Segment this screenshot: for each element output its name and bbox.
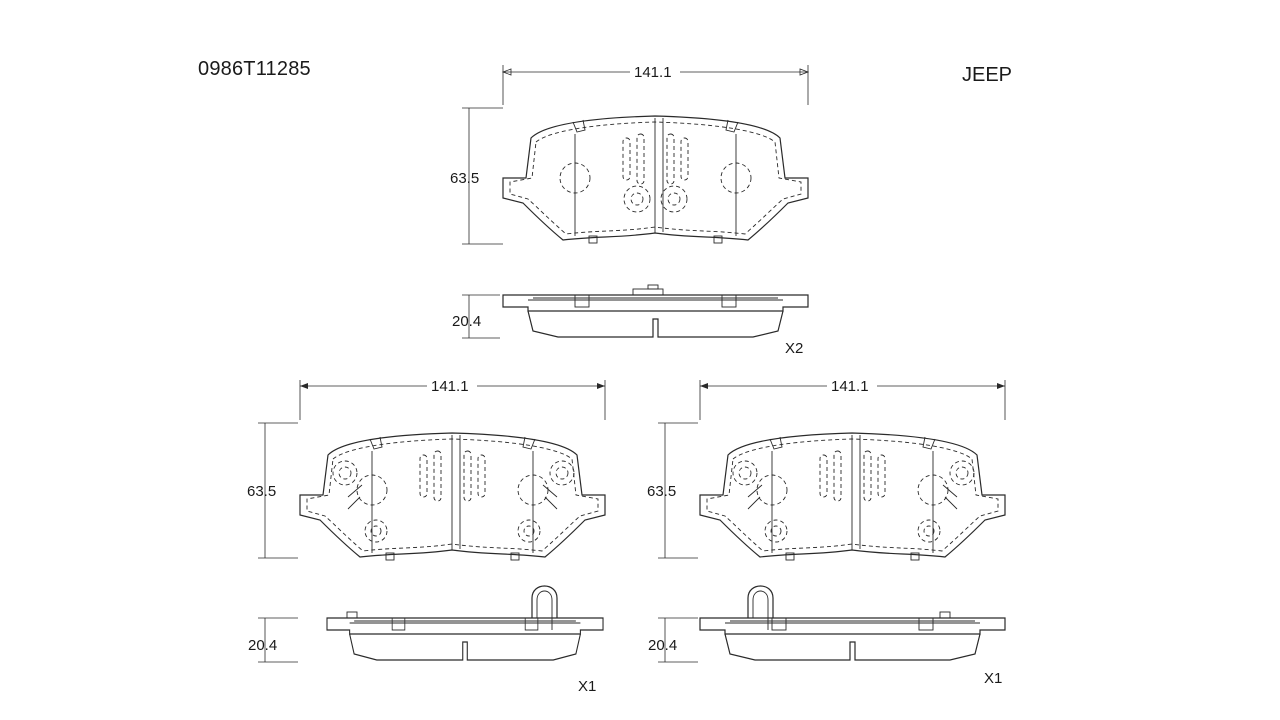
pad-top-view [502, 115, 809, 244]
pad-bottom-right-height-label: 63.5 [647, 483, 676, 500]
pad-bottom-left-view [299, 432, 606, 561]
pad-bottom-right-quantity: X1 [984, 670, 1002, 687]
pad-bottom-left-thickness-label: 20.4 [248, 637, 277, 654]
pad-bottom-right-thickness-dimension: 20.4 [648, 617, 698, 663]
pad-bottom-right-view [699, 432, 1006, 561]
part-number: 0986T11285 [198, 58, 311, 80]
pad-bottom-right-width-label: 141.1 [831, 378, 869, 395]
pad-top-width-label: 141.1 [634, 64, 672, 81]
pad-bottom-left-height-label: 63.5 [247, 483, 276, 500]
pad-bottom-right-side-view [699, 585, 1006, 661]
pad-top-side-view [502, 284, 809, 338]
pad-bottom-left-width-dimension: 141.1 [299, 378, 606, 420]
pad-top-thickness-dimension: 20.4 [452, 294, 500, 339]
brand-name: JEEP [962, 64, 1013, 86]
pad-bottom-right-width-dimension: 141.1 [699, 378, 1006, 420]
pad-top-quantity: X2 [785, 340, 803, 357]
pad-top-width-dimension: 141.1 [501, 64, 810, 105]
pad-bottom-left-height-dimension: 63.5 [247, 422, 298, 559]
pad-top-height-label: 63.5 [450, 170, 479, 187]
pad-bottom-right-height-dimension: 63.5 [647, 422, 698, 559]
pad-bottom-left-side-view [326, 585, 604, 661]
pad-bottom-right-thickness-label: 20.4 [648, 637, 677, 654]
pad-top-height-dimension: 63.5 [450, 107, 503, 245]
pad-bottom-left-width-label: 141.1 [431, 378, 469, 395]
pad-bottom-left-quantity: X1 [578, 678, 596, 695]
pad-top-thickness-label: 20.4 [452, 313, 481, 330]
pad-bottom-left-thickness-dimension: 20.4 [248, 617, 298, 663]
